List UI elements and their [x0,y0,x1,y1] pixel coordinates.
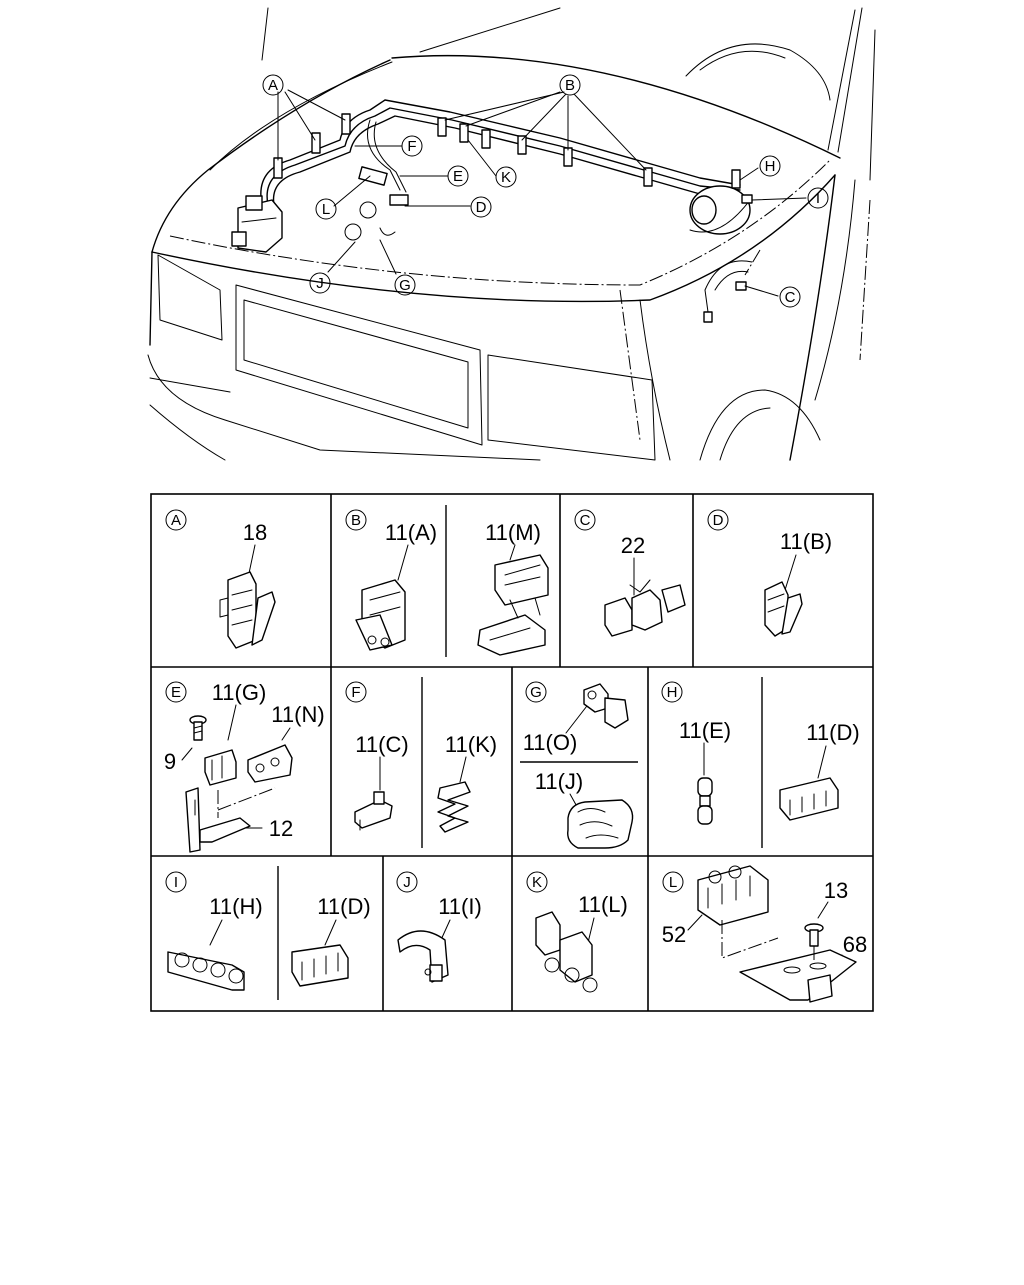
detail-table-grid [150,493,874,1012]
svg-text:H: H [667,684,678,701]
svg-text:L: L [669,874,677,891]
svg-text:K: K [532,874,542,891]
part-label: 11(H) [209,894,262,919]
svg-text:E: E [453,168,463,185]
panel-B: B 11(A) 11(M) [345,509,549,656]
part-label: 11(L) [578,892,628,917]
clip-11O-drawing [583,683,629,729]
svg-text:F: F [351,684,360,701]
clip-11J-drawing [567,799,634,849]
callout-B: B [559,74,581,96]
callout-J: J [309,272,331,294]
clip-11G-drawing [204,749,237,786]
callout-A: A [262,74,284,96]
callout-E: E [447,165,469,187]
callout-H: H [759,155,781,177]
clip-11M-drawing [477,554,549,656]
svg-text:I: I [174,874,178,891]
part-label: 11(O) [523,730,578,755]
svg-text:A: A [171,512,181,529]
part-label: 18 [243,520,267,545]
bolt-9-drawing [189,715,207,741]
part-label: 11(D) [806,720,859,745]
clip-11I-drawing [397,930,449,983]
panel-I: I 11(H) 11(D) [165,871,371,991]
part-label: 11(G) [212,680,267,705]
clip-11L-drawing [535,911,598,993]
part-label: 11(M) [485,520,541,545]
svg-text:C: C [785,289,796,306]
part-label: 11(I) [438,894,482,919]
part-label: 9 [164,749,176,774]
svg-text:D: D [713,512,724,529]
callout-L: L [315,198,337,220]
svg-text:H: H [765,158,776,175]
bolt-13-drawing [804,923,824,947]
panel-C: C 22 [574,509,686,637]
clip-11E-drawing [697,777,713,825]
part-label: 12 [269,816,293,841]
clip-11H-drawing [167,951,245,991]
svg-text:I: I [816,190,820,207]
part-label: 11(A) [385,520,437,545]
svg-text:C: C [580,512,591,529]
part-label: 11(N) [271,702,324,727]
bracket-12-drawing [185,787,276,853]
clip-11C-drawing [354,791,393,831]
panel-A: A 18 [165,509,276,649]
part-label: 11(B) [780,529,832,554]
panel-K: K 11(L) [526,871,628,993]
clip-11B-drawing [764,581,803,637]
bracket-68-drawing [721,920,857,1003]
clip-11D-drawing-2 [291,944,349,987]
brake-pipe-routing [231,99,753,323]
callout-C: C [779,286,801,308]
svg-text:D: D [476,199,487,216]
clip-18-drawing [219,571,276,649]
clip-52-drawing [697,865,769,926]
clip-11A-drawing [355,579,406,651]
svg-text:G: G [399,277,411,294]
svg-text:G: G [530,684,542,701]
svg-text:A: A [268,77,278,94]
part-label: 22 [621,533,645,558]
svg-text:J: J [316,275,324,292]
panel-G: G 11(O) 11(J) [523,681,634,849]
clip-22-drawing [604,579,686,637]
panel-F: F 11(C) 11(K) [345,681,497,833]
part-label: 52 [662,922,686,947]
part-label: 68 [843,932,867,957]
vehicle-illustration [147,7,876,461]
part-label: 11(D) [317,894,370,919]
clip-11K-drawing [437,781,471,833]
svg-text:E: E [171,684,181,701]
callout-D: D [470,196,492,218]
svg-text:J: J [403,874,411,891]
part-label: 11(K) [445,732,497,757]
callout-leaders [277,89,807,297]
svg-text:B: B [565,77,575,94]
svg-text:B: B [351,512,361,529]
part-label: 13 [824,878,848,903]
panel-L: L 52 13 68 [662,865,867,1003]
callouts-vehicle: A B F E K L D J [262,74,829,308]
panel-E: E 11(G) 11(N) 9 12 [164,680,325,853]
clip-11D-drawing [779,777,839,821]
callout-F: F [401,135,423,157]
callout-K: K [495,166,517,188]
part-label: 11(E) [679,718,731,743]
svg-text:K: K [501,169,511,186]
callout-I: I [807,187,829,209]
part-label: 11(J) [535,769,584,794]
callout-G: G [394,274,416,296]
panel-D: D 11(B) [707,509,832,637]
svg-text:F: F [407,138,416,155]
part-label: 11(C) [355,732,408,757]
panel-J: J 11(I) [396,871,482,983]
svg-text:L: L [322,201,330,218]
panel-H: H 11(E) 11(D) [661,681,860,825]
clip-11N-drawing [247,744,293,783]
